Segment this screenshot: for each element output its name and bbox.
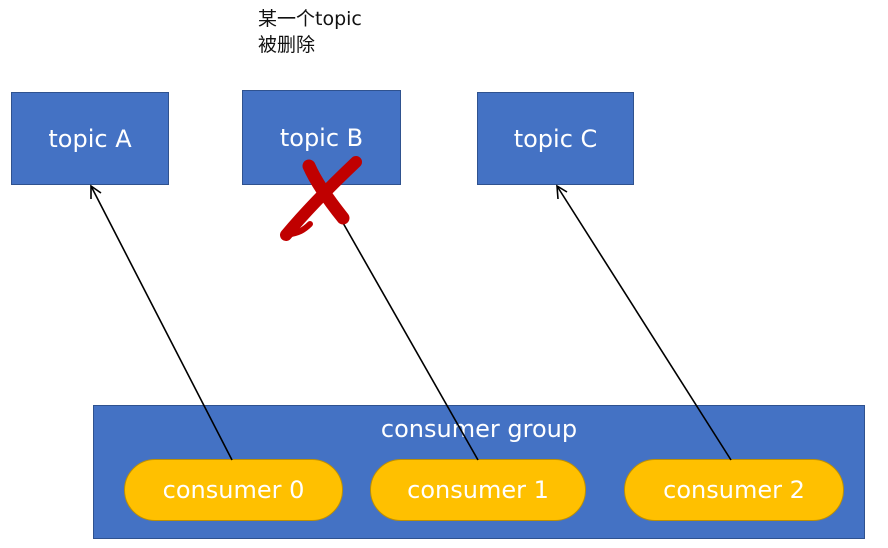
- deletion-note-line-1: 某一个topic: [258, 8, 362, 30]
- deletion-note-line-2: 被删除: [258, 34, 316, 56]
- deletion-note: 某一个topic 被删除: [258, 6, 362, 58]
- topic-a-label: topic A: [48, 124, 132, 153]
- consumer-0-label: consumer 0: [162, 476, 305, 504]
- consumer-2-pill: consumer 2: [624, 459, 844, 521]
- topic-b-box: topic B: [242, 90, 401, 185]
- topic-c-label: topic C: [513, 124, 598, 153]
- consumer-0-pill: consumer 0: [124, 459, 343, 521]
- consumer-1-label: consumer 1: [407, 476, 549, 504]
- consumer-group-box: consumer group consumer 0 consumer 1 con…: [93, 405, 865, 539]
- topic-b-label: topic B: [279, 123, 364, 152]
- consumer-1-pill: consumer 1: [370, 459, 586, 521]
- consumer-group-label: consumer group: [380, 415, 578, 443]
- topic-c-box: topic C: [477, 92, 634, 185]
- consumer-2-label: consumer 2: [663, 476, 805, 504]
- topic-a-box: topic A: [11, 92, 169, 185]
